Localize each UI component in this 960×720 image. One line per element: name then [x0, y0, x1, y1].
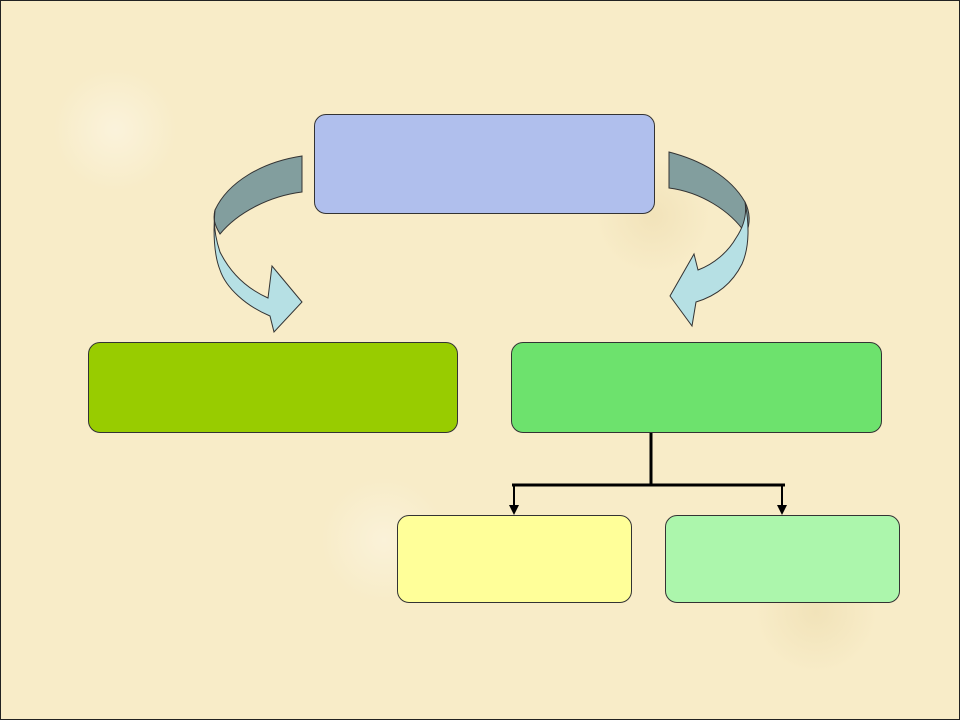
- right-curved-arrow-back: [668, 151, 750, 236]
- left-curved-arrow-back: [213, 155, 303, 235]
- left-curved-arrow-head: [213, 209, 303, 334]
- right-curved-arrow-head: [669, 201, 749, 328]
- right-box: [511, 342, 882, 433]
- connector-left-arrowhead: [509, 505, 519, 515]
- bottom-left-box: [397, 515, 632, 603]
- bottom-right-box: [665, 515, 900, 603]
- top-box: [314, 114, 655, 214]
- connector-right-arrowhead: [777, 505, 787, 515]
- left-box: [88, 342, 458, 433]
